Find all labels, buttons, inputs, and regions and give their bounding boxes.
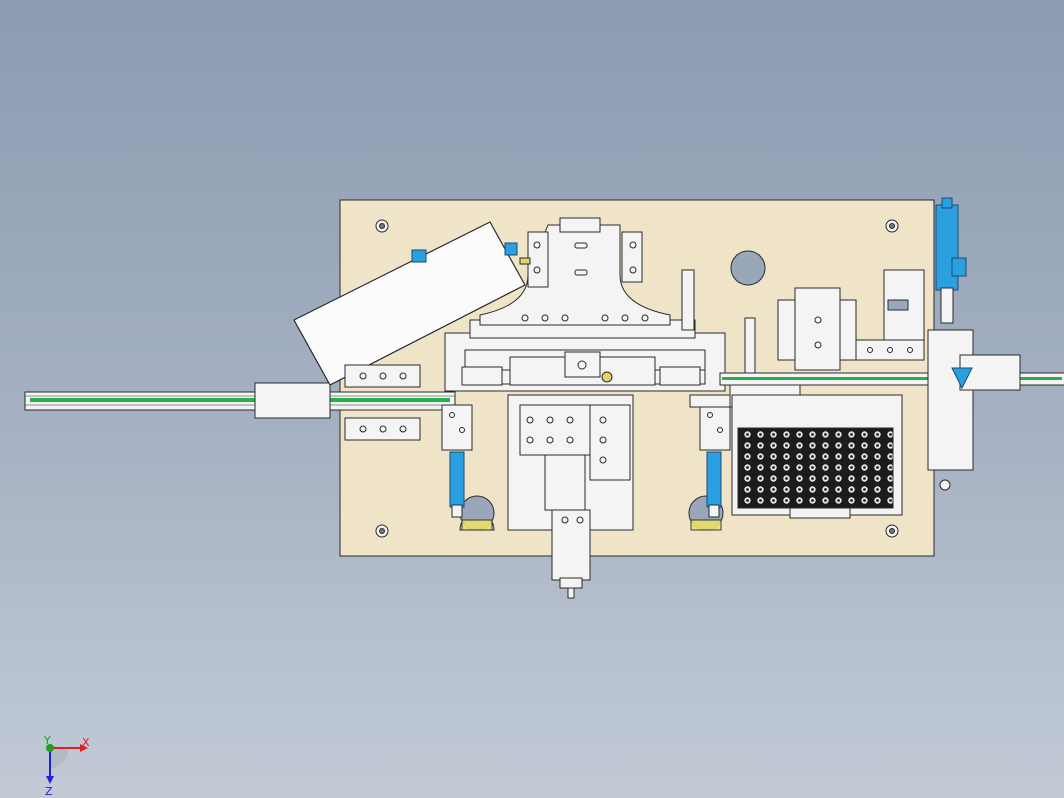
large-hole bbox=[730, 250, 766, 286]
axis-x-label: X bbox=[82, 736, 90, 749]
center-slide bbox=[461, 351, 701, 386]
mounting-holes bbox=[375, 219, 899, 538]
left-brackets bbox=[344, 364, 421, 441]
right-cylinder bbox=[927, 197, 1021, 491]
axis-z-label: Z bbox=[45, 785, 53, 798]
left-actuator bbox=[441, 404, 473, 518]
right-actuator bbox=[699, 404, 731, 518]
left-conveyor bbox=[24, 382, 456, 419]
upper-right-slide bbox=[777, 269, 925, 371]
axis-triad: X Y Z bbox=[43, 734, 90, 798]
lower-center-assembly bbox=[507, 394, 634, 599]
parts-tray bbox=[731, 394, 903, 519]
axis-y-label: Y bbox=[43, 734, 51, 747]
top-center-block bbox=[479, 217, 671, 326]
